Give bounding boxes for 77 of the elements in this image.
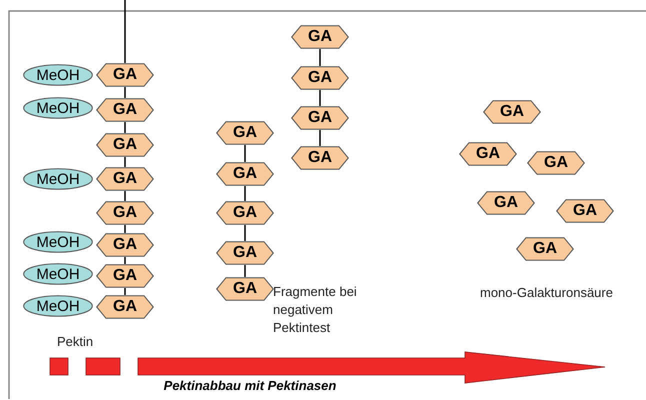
ellipse-node	[23, 64, 93, 86]
node-label: GA	[308, 29, 332, 45]
node-label: GA	[233, 205, 257, 221]
connector-line	[244, 186, 246, 201]
hexagon-node	[96, 264, 154, 288]
node-label: MeOH	[36, 266, 80, 282]
node-label: GA	[113, 171, 137, 187]
node-label: GA	[233, 125, 257, 141]
node-label: GA	[544, 155, 568, 171]
connector-line	[124, 122, 126, 133]
connector-line	[124, 257, 126, 264]
ellipse-node	[23, 231, 93, 253]
connector-line	[319, 90, 321, 106]
annotation-text: Pektin	[57, 333, 94, 351]
node-label: MeOH	[36, 100, 80, 116]
hexagon-node	[216, 277, 274, 301]
node-label: GA	[533, 241, 557, 257]
connector-line	[319, 130, 321, 146]
hexagon-node	[291, 146, 349, 170]
hexagon-node	[216, 241, 274, 265]
hexagon-node	[96, 63, 154, 87]
ellipse-node	[23, 295, 93, 317]
hexagon-node	[556, 199, 614, 223]
connector-line	[319, 49, 321, 66]
hexagon-node	[96, 233, 154, 257]
hexagon-node	[96, 133, 154, 157]
connector-line	[124, 87, 126, 98]
hexagon-node	[216, 201, 274, 225]
node-label: MeOH	[36, 172, 80, 186]
node-label: GA	[113, 102, 137, 118]
hexagon-node	[96, 98, 154, 122]
hexagon-node	[459, 142, 517, 166]
caption-text: Pektinabbau mit Pektinasen	[162, 377, 338, 395]
connector-line	[124, 225, 126, 233]
ellipse-node	[23, 97, 93, 119]
node-label: MeOH	[36, 234, 80, 250]
node-label: GA	[113, 205, 137, 221]
connector-line	[124, 288, 126, 295]
hexagon-node	[527, 151, 585, 175]
node-label: GA	[308, 150, 332, 166]
node-label: GA	[573, 203, 597, 219]
node-label: GA	[233, 166, 257, 182]
annotation-text: mono-Galakturonsäure	[480, 284, 614, 302]
connector-line	[124, 157, 126, 167]
connector-line	[244, 145, 246, 162]
connector-line	[244, 265, 246, 277]
hexagon-node	[291, 25, 349, 49]
node-label: GA	[113, 268, 137, 284]
hexagon-node	[483, 100, 541, 124]
node-label: GA	[233, 245, 257, 261]
connector-line	[244, 225, 246, 241]
node-label: GA	[113, 137, 137, 153]
node-label: GA	[308, 110, 332, 126]
hexagon-node	[291, 66, 349, 90]
node-label: GA	[113, 299, 137, 315]
annotation-text: Fragmente bei negativem Pektintest	[273, 283, 358, 337]
hexagon-node	[216, 121, 274, 145]
ellipse-node	[23, 168, 93, 190]
node-label: MeOH	[36, 298, 80, 314]
hexagon-node	[516, 237, 574, 261]
hexagon-node	[216, 162, 274, 186]
ellipse-node	[23, 263, 93, 285]
node-label: GA	[233, 281, 257, 297]
node-label: GA	[500, 104, 524, 120]
connector-line	[124, 191, 126, 201]
node-label: GA	[113, 237, 137, 253]
node-label: GA	[476, 146, 500, 162]
node-label: GA	[494, 195, 518, 211]
node-label: MeOH	[36, 68, 80, 82]
connector-line	[124, 0, 126, 63]
hexagon-node	[477, 191, 535, 215]
hexagon-node	[96, 167, 154, 191]
hexagon-node	[96, 295, 154, 319]
node-label: GA	[308, 70, 332, 86]
hexagon-node	[96, 201, 154, 225]
hexagon-node	[291, 106, 349, 130]
node-label: GA	[113, 67, 137, 83]
